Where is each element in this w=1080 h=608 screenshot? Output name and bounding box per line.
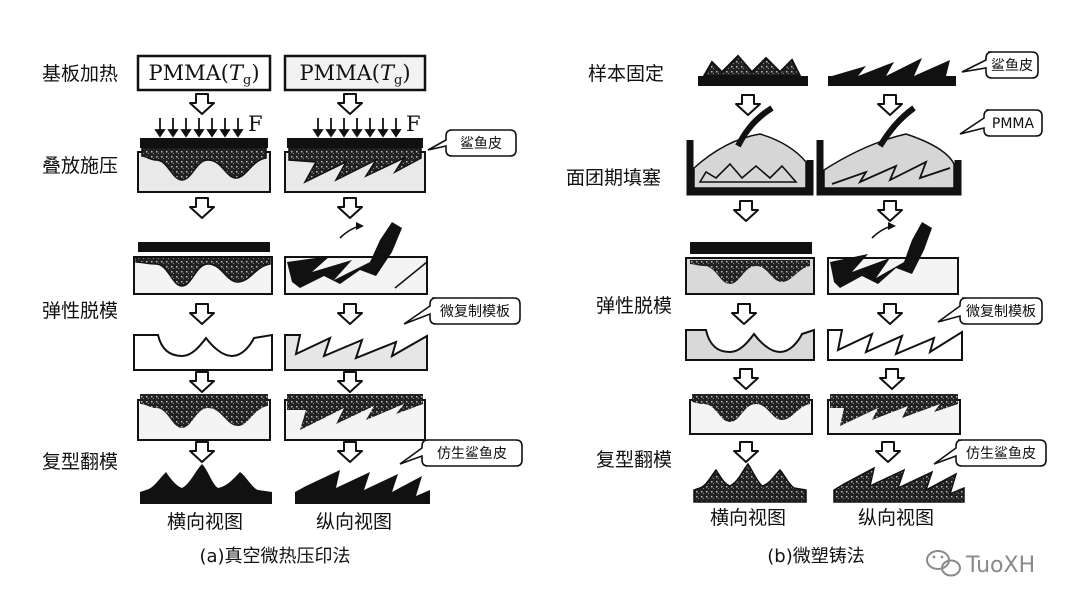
step-label-dough-pack: 面团期填塞 <box>566 167 661 189</box>
down-arrow-icon <box>877 303 903 325</box>
caption-b: (b)微塑铸法 <box>767 546 864 567</box>
callout-shark-skin: 鲨鱼皮 <box>427 129 517 157</box>
replica-longitudinal <box>284 394 426 441</box>
callout-micro-template: 微复制模板 <box>403 297 521 325</box>
down-arrow-icon <box>877 94 903 116</box>
replica-b-transverse <box>689 394 813 435</box>
caption-a: (a)真空微热压印法 <box>199 546 350 567</box>
view-label-longitudinal: 纵向视图 <box>316 511 392 533</box>
template-transverse <box>133 333 273 371</box>
press-longitudinal <box>284 138 426 193</box>
demold-longitudinal <box>284 222 428 295</box>
step-label-replica-mold: 复型翻模 <box>596 449 672 471</box>
down-arrow-icon <box>733 441 759 463</box>
template-longitudinal <box>284 334 428 371</box>
step-label-replica-mold: 复型翻模 <box>42 451 118 473</box>
force-arrows-transverse <box>154 118 244 138</box>
svg-text:微复制模板: 微复制模板 <box>966 303 1036 320</box>
svg-text:PMMA: PMMA <box>992 116 1035 132</box>
down-arrow-icon <box>731 303 757 325</box>
down-arrow-icon <box>735 94 761 116</box>
replica-transverse <box>137 394 271 441</box>
dough-pack-longitudinal <box>816 105 962 196</box>
pmma-box-longitudinal: PMMA(Tg) <box>283 54 427 92</box>
down-arrow-icon <box>733 200 759 222</box>
panel-b: 样本固定 面团期填塞 弹性脱模 复型翻模 鲨鱼皮 <box>566 51 1047 567</box>
callout-micro-template-b: 微复制模板 <box>937 297 1043 325</box>
down-arrow-icon <box>337 93 363 115</box>
panel-a: 基板加热 叠放施压 弹性脱模 复型翻模 PMMA(Tg) PMMA(Tg) <box>42 54 523 567</box>
step-label-sample-fix: 样本固定 <box>588 63 664 85</box>
svg-text:PMMA(Tg): PMMA(Tg) <box>299 61 410 88</box>
demold-b-longitudinal <box>827 222 959 295</box>
down-arrow-icon <box>337 197 363 219</box>
svg-text:鲨鱼皮: 鲨鱼皮 <box>991 57 1033 74</box>
svg-text:仿生鲨鱼皮: 仿生鲨鱼皮 <box>966 445 1036 462</box>
force-label: F <box>406 112 421 136</box>
callout-bionic-skin-b: 仿生鲨鱼皮 <box>933 439 1047 467</box>
replica-b-longitudinal <box>827 394 961 435</box>
view-label-transverse: 横向视图 <box>167 511 243 533</box>
step-label-elastic-demold: 弹性脱模 <box>596 295 672 317</box>
bionic-b-transverse <box>693 462 807 503</box>
demold-b-transverse <box>685 242 815 295</box>
watermark: TuoXH <box>926 550 1035 578</box>
down-arrow-icon <box>189 197 215 219</box>
down-arrow-icon <box>189 441 215 463</box>
sample-longitudinal <box>828 58 956 86</box>
template-b-longitudinal <box>827 329 963 361</box>
down-arrow-icon <box>733 368 759 390</box>
callout-pmma: PMMA <box>959 109 1043 137</box>
step-label-stack-press: 叠放施压 <box>42 155 118 177</box>
down-arrow-icon <box>877 200 903 222</box>
svg-text:鲨鱼皮: 鲨鱼皮 <box>460 135 502 152</box>
force-label: F <box>248 112 263 136</box>
svg-text:微复制模板: 微复制模板 <box>440 303 510 320</box>
demold-transverse <box>133 242 273 295</box>
bionic-b-longitudinal <box>833 466 965 503</box>
dough-pack-transverse <box>686 105 814 196</box>
bionic-longitudinal <box>295 470 430 504</box>
down-arrow-icon <box>189 303 215 325</box>
down-arrow-icon <box>189 93 215 115</box>
svg-text:仿生鲨鱼皮: 仿生鲨鱼皮 <box>437 445 507 462</box>
press-transverse <box>137 138 271 193</box>
down-arrow-icon <box>337 303 363 325</box>
template-b-transverse <box>685 328 815 361</box>
force-arrows-longitudinal <box>312 118 402 138</box>
watermark-text: TuoXH <box>965 553 1035 578</box>
sample-transverse <box>698 54 808 86</box>
callout-shark-skin-b: 鲨鱼皮 <box>961 51 1039 79</box>
down-arrow-icon <box>189 371 215 393</box>
step-label-elastic-demold: 弹性脱模 <box>42 300 118 322</box>
down-arrow-icon <box>875 441 901 463</box>
pmma-box-transverse: PMMA(Tg) <box>136 54 272 92</box>
step-label-substrate-heating: 基板加热 <box>42 63 118 85</box>
down-arrow-icon <box>337 371 363 393</box>
svg-text:PMMA(Tg): PMMA(Tg) <box>148 61 259 88</box>
callout-bionic-skin: 仿生鲨鱼皮 <box>399 439 523 467</box>
down-arrow-icon <box>879 368 905 390</box>
bionic-transverse <box>140 464 272 504</box>
view-label-transverse: 横向视图 <box>710 507 786 529</box>
view-label-longitudinal: 纵向视图 <box>858 507 934 529</box>
wechat-icon <box>926 550 961 577</box>
down-arrow-icon <box>337 441 363 463</box>
